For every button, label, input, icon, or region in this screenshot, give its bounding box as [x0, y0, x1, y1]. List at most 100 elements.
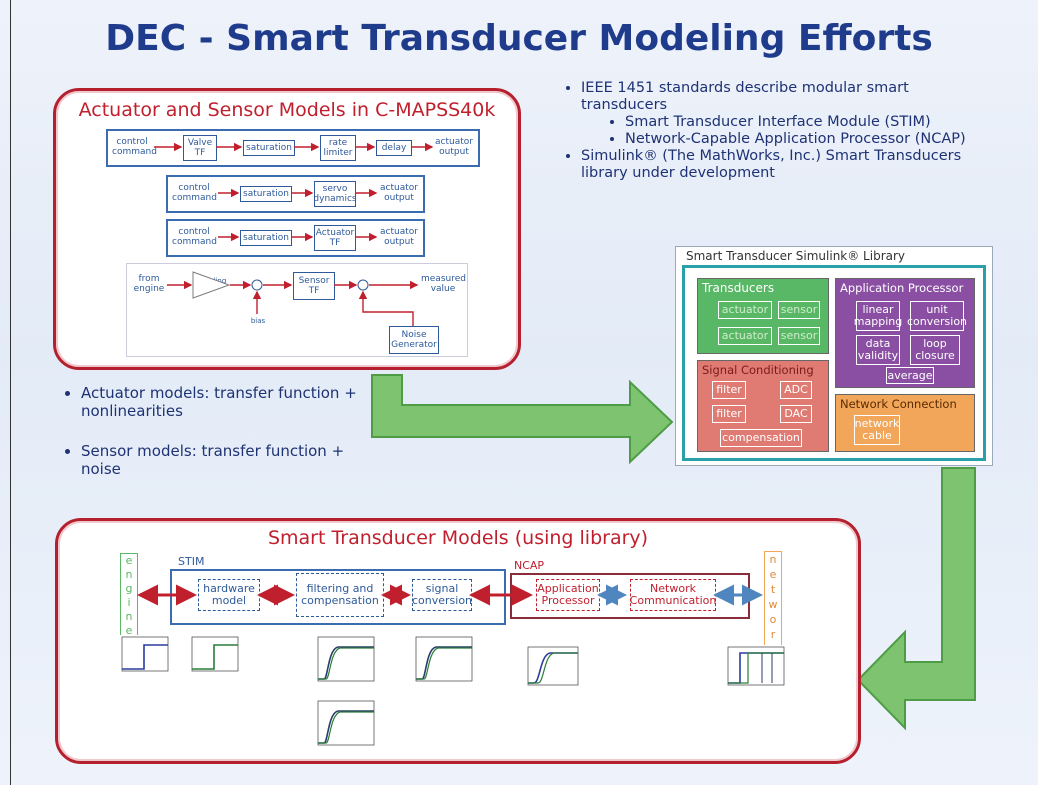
engine-letter-e2: e	[125, 624, 133, 637]
bullet-actuator-models: Actuator models: transfer function + non…	[81, 384, 375, 420]
slide-title: DEC - Smart Transducer Modeling Efforts	[105, 18, 933, 59]
response-plot-4	[406, 635, 476, 691]
engine-letter-n2: n	[125, 610, 133, 623]
application-processor-group: Application Processor linear mapping uni…	[835, 278, 975, 388]
row2-output-label: actuator output	[380, 183, 418, 203]
sensor-signal-arrows	[167, 271, 419, 326]
row1-input-label: control command	[112, 137, 157, 157]
signal-conditioning-group: Signal Conditioning filter ADC filter DA…	[697, 360, 829, 452]
engine-letter-i: i	[127, 596, 131, 609]
bullet-ieee-1451: IEEE 1451 standards describe modular sma…	[581, 80, 975, 114]
saturation-block-3: saturation	[240, 230, 292, 246]
row2-signal-arrows	[218, 188, 378, 198]
transducer-actuator-2: actuator	[718, 327, 772, 345]
green-arrow-to-models	[856, 467, 976, 731]
signal-conditioning-title: Signal Conditioning	[702, 363, 814, 377]
actuator-model-row-3: control command saturation Actuator TF a…	[166, 219, 425, 257]
bias-label: bias	[250, 317, 266, 325]
row2-input-label: control command	[172, 183, 217, 203]
row3-output-label: actuator output	[380, 227, 418, 247]
actuator-sensor-title: Actuator and Sensor Models in C-MAPSS40k	[78, 99, 496, 121]
engine-letter-n: n	[125, 568, 133, 581]
response-plot-7	[308, 699, 378, 755]
row3-signal-arrows	[218, 232, 378, 242]
actuator-model-row-1: control command Valve TF saturation rate…	[106, 129, 480, 167]
model-chain-arrows	[137, 584, 763, 606]
sensor-model: from engine scaling Sensor TF bias Noise…	[126, 263, 468, 357]
stim-label: STIM	[178, 555, 205, 568]
noise-generator-block: Noise Generator	[389, 326, 439, 354]
response-plot-1	[114, 635, 170, 681]
network-letter-n: n	[769, 553, 777, 566]
bullet-ncap: Network-Capable Application Processor (N…	[625, 131, 975, 148]
library-title: Smart Transducer Simulink® Library	[686, 249, 906, 263]
unit-conversion-block: unit conversion	[907, 301, 967, 331]
engine-letter-g: g	[125, 582, 133, 595]
transducers-title: Transducers	[702, 281, 775, 295]
sum-junction-1	[251, 279, 263, 291]
network-letter-w: w	[768, 598, 778, 611]
loop-closure-block: loop closure	[910, 335, 960, 365]
network-connection-title: Network Connection	[840, 397, 957, 411]
data-validity-block: data validity	[856, 335, 900, 365]
hardware-model-block: hardware model	[198, 579, 260, 611]
scaling-gain-triangle	[192, 271, 231, 299]
actuator-tf-block: Actuator TF	[314, 225, 356, 251]
row1-output-label: actuator output	[435, 137, 473, 157]
actuator-sensor-box: Actuator and Sensor Models in C-MAPSS40k…	[53, 88, 521, 370]
network-letter-t: t	[770, 583, 776, 596]
response-plot-3	[308, 635, 378, 691]
filter-block-1: filter	[712, 381, 746, 399]
smart-transducer-models-box: Smart Transducer Models (using library) …	[55, 518, 861, 764]
signal-conversion-block: signal conversion	[412, 579, 472, 611]
rate-limiter-block: rate limiter	[320, 135, 356, 161]
network-communication-block: Network Communication	[630, 579, 716, 611]
bullet-simulink: Simulink® (The MathWorks, Inc.) Smart Tr…	[581, 148, 975, 182]
sensor-input-label: from engine	[133, 274, 165, 294]
bullets-right: IEEE 1451 standards describe modular sma…	[555, 80, 975, 182]
saturation-block-1: saturation	[243, 140, 295, 156]
transducer-actuator-1: actuator	[718, 301, 772, 319]
simulink-library-panel: Smart Transducer Simulink® Library Trans…	[675, 246, 993, 466]
slide-left-edge	[10, 0, 11, 785]
dac-block: DAC	[780, 405, 812, 423]
green-arrow-to-library	[371, 374, 674, 465]
compensation-block: compensation	[720, 429, 802, 447]
sensor-tf-block: Sensor TF	[293, 272, 335, 300]
row3-input-label: control command	[172, 227, 217, 247]
adc-block: ADC	[780, 381, 812, 399]
valve-tf-block: Valve TF	[183, 135, 217, 161]
network-cable-block: network cable	[854, 415, 900, 445]
servo-dynamics-block: servo dynamics	[313, 181, 357, 207]
response-plot-2	[184, 635, 240, 681]
bullets-left: Actuator models: transfer function + non…	[55, 384, 375, 478]
network-letter-o: o	[769, 613, 777, 626]
network-connection-group: Network Connection network cable	[835, 394, 975, 452]
transducers-group: Transducers actuator sensor actuator sen…	[697, 278, 829, 354]
library-inner-frame: Transducers actuator sensor actuator sen…	[682, 265, 986, 461]
transducer-sensor-2: sensor	[778, 327, 820, 345]
sum-junction-2	[357, 279, 369, 291]
bullet-stim: Smart Transducer Interface Module (STIM)	[625, 114, 975, 131]
filtering-compensation-block: filtering and compensation	[296, 573, 384, 617]
average-block: average	[886, 367, 934, 384]
engine-letter-e: e	[125, 554, 133, 567]
ncap-label: NCAP	[514, 559, 545, 572]
network-letter-e: e	[769, 568, 777, 581]
network-letter-r: r	[770, 628, 776, 641]
smart-models-title: Smart Transducer Models (using library)	[267, 527, 649, 549]
sensor-output-label: measured value	[421, 274, 466, 294]
linear-mapping-block: linear mapping	[854, 301, 902, 331]
bullet-sensor-models: Sensor models: transfer function + noise	[81, 442, 375, 478]
row1-signal-arrows	[154, 142, 434, 152]
transducer-sensor-1: sensor	[778, 301, 820, 319]
response-plot-5	[518, 645, 582, 695]
response-plot-6	[718, 645, 788, 695]
ncap-frame: NCAP Application Processor Network Commu…	[510, 559, 750, 619]
actuator-model-row-2: control command saturation servo dynamic…	[166, 175, 425, 213]
application-processor-title: Application Processor	[840, 281, 964, 295]
saturation-block-2: saturation	[240, 186, 292, 202]
delay-block: delay	[376, 140, 412, 156]
